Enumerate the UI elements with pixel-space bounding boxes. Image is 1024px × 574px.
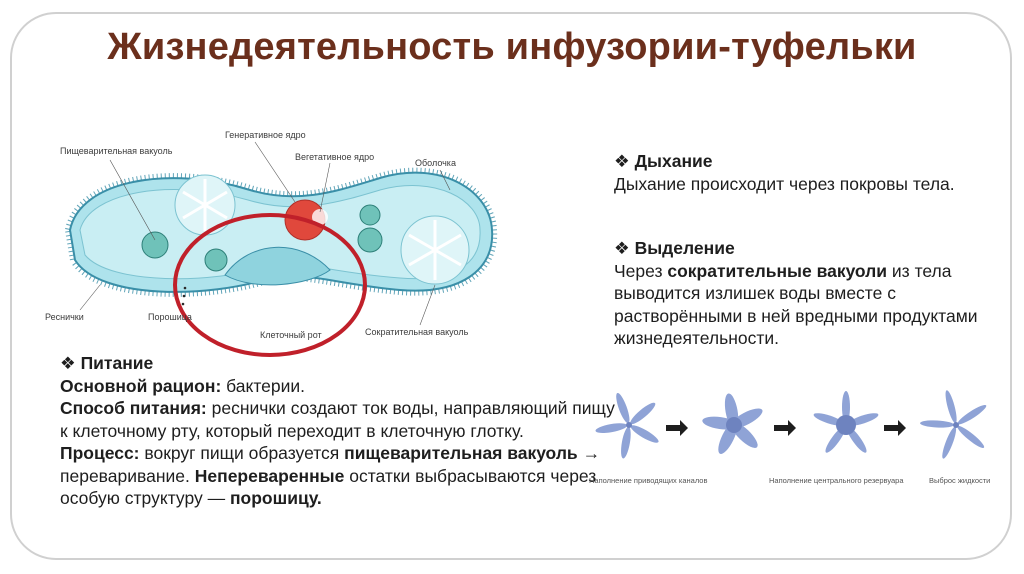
contractile-vacuole-star (401, 216, 469, 284)
label-anal-pore: Порошица (148, 312, 192, 322)
process-text-1: вокруг пищи образуется (140, 443, 345, 463)
vacuole-stage-2 (701, 392, 765, 456)
feeding-section: ❖ Питание Основной рацион: бактерии. Спо… (60, 352, 620, 510)
excretion-bold: сократительные вакуоли (667, 261, 887, 281)
process-label: Процесс: (60, 443, 140, 463)
breathing-section: ❖ Дыхание Дыхание происходит через покро… (614, 150, 994, 195)
breathing-text: Дыхание происходит через покровы тела. (614, 173, 994, 196)
label-generative-nucleus: Генеративное ядро (225, 130, 306, 140)
feeding-heading: Питание (81, 353, 154, 373)
breathing-heading: Дыхание (635, 151, 713, 171)
stage-caption-2: Наполнение центрального резервуара (769, 476, 904, 485)
diamond-bullet-icon: ❖ (614, 151, 630, 171)
slide-title: Жизнедеятельность инфузории-туфельки (0, 26, 1024, 69)
right-arrow-icon (666, 420, 688, 436)
stage-caption-1: Наполнение приводящих каналов (589, 476, 707, 485)
label-food-vacuole: Пищеварительная вакуоль (60, 146, 173, 156)
label-cell-mouth: Клеточный рот (260, 330, 322, 340)
right-arrow-icon (884, 420, 906, 436)
food-vacuole-1 (142, 232, 168, 258)
food-vacuole-star (175, 175, 235, 235)
diamond-bullet-icon: ❖ (60, 353, 76, 373)
process-bold-2: Непереваренные (195, 466, 345, 486)
vacuole-stages-diagram: Наполнение приводящих каналов Наполнение… (584, 380, 1004, 500)
vacuole-stage-1 (595, 392, 661, 459)
paramecium-diagram: Пищеварительная вакуоль Генеративное ядр… (40, 120, 520, 360)
stage-caption-3: Выброс жидкости (929, 476, 990, 485)
vacuole-stage-4 (920, 389, 988, 460)
right-arrow-icon (774, 420, 796, 436)
process-end: . (317, 488, 322, 508)
food-vacuole-4 (360, 205, 380, 225)
label-vegetative-nucleus: Вегетативное ядро (295, 152, 374, 162)
label-membrane: Оболочка (415, 158, 456, 168)
excretion-heading: Выделение (635, 238, 735, 258)
excretion-section: ❖ Выделение Через сократительные вакуоли… (614, 237, 994, 350)
diet-text: бактерии. (221, 376, 305, 396)
vacuole-stage-3 (812, 391, 879, 455)
diamond-bullet-icon: ❖ (614, 238, 630, 258)
diet-label: Основной рацион: (60, 376, 221, 396)
process-bold-3: порошицу (230, 488, 317, 508)
process-bold-1: пищеварительная вакуоль (344, 443, 578, 463)
method-label: Способ питания: (60, 398, 207, 418)
excretion-text-1: Через (614, 261, 667, 281)
food-vacuole-2 (205, 249, 227, 271)
label-contractile-vacuole: Сократительная вакуоль (365, 327, 469, 337)
food-vacuole-3 (358, 228, 382, 252)
label-cilia: Реснички (45, 312, 84, 322)
